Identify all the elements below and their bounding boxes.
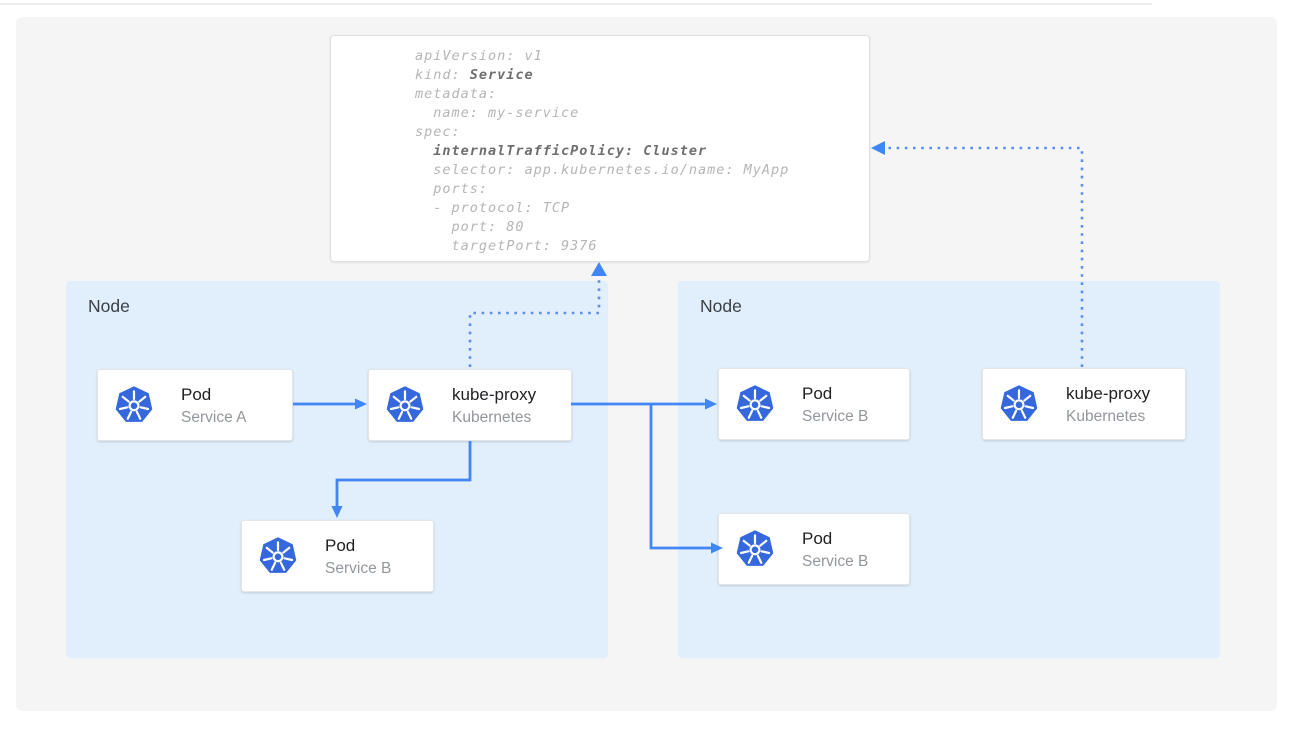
yaml-line: metadata:	[415, 86, 498, 102]
yaml-line: port: 80	[415, 219, 525, 235]
card-subtitle: Kubernetes	[452, 408, 532, 426]
card-subtitle: Service B	[325, 559, 392, 577]
pod-card-service-b-right-top: Pod Service B	[718, 368, 910, 440]
yaml-line: selector: app.kubernetes.io/name: MyApp	[415, 162, 790, 178]
kubernetes-helm-icon	[999, 384, 1039, 423]
card-title: Pod	[181, 384, 212, 404]
kubernetes-helm-icon	[258, 536, 298, 575]
yaml-line: spec:	[415, 124, 461, 140]
pod-card-service-b-right-bottom: Pod Service B	[718, 513, 910, 585]
yaml-line: targetPort: 9376	[415, 238, 598, 254]
kube-proxy-card-left: kube-proxy Kubernetes	[368, 369, 572, 441]
yaml-line: internalTrafficPolicy: Cluster	[433, 143, 708, 159]
node-container-right: Node	[678, 281, 1220, 658]
kubernetes-helm-icon	[385, 385, 425, 424]
yaml-line: apiVersion: v1	[415, 48, 543, 64]
card-title: Pod	[802, 383, 833, 403]
service-yaml-panel: apiVersion: v1 kind: Service metadata: n…	[330, 35, 870, 262]
card-subtitle: Service A	[181, 408, 247, 426]
yaml-line: name: my-service	[415, 105, 580, 121]
page-top-divider	[0, 3, 1152, 5]
pod-card-service-b-left: Pod Service B	[241, 520, 434, 592]
kubernetes-helm-icon	[735, 384, 775, 423]
kube-proxy-card-right: kube-proxy Kubernetes	[982, 368, 1186, 440]
yaml-line: kind: Service	[415, 67, 534, 83]
yaml-line: ports:	[415, 181, 489, 197]
card-title: kube-proxy	[452, 384, 537, 404]
pod-card-service-a: Pod Service A	[97, 369, 293, 441]
card-subtitle: Service B	[802, 552, 869, 570]
card-subtitle: Kubernetes	[1066, 407, 1146, 425]
node-label: Node	[700, 296, 742, 316]
kubernetes-helm-icon	[114, 385, 154, 424]
kubernetes-helm-icon	[735, 529, 775, 568]
card-title: Pod	[802, 528, 833, 548]
node-container-left: Node	[66, 281, 608, 658]
yaml-line: - protocol: TCP	[415, 200, 571, 216]
card-title: Pod	[325, 535, 356, 555]
card-subtitle: Service B	[802, 407, 869, 425]
node-label: Node	[88, 296, 130, 316]
card-title: kube-proxy	[1066, 383, 1151, 403]
